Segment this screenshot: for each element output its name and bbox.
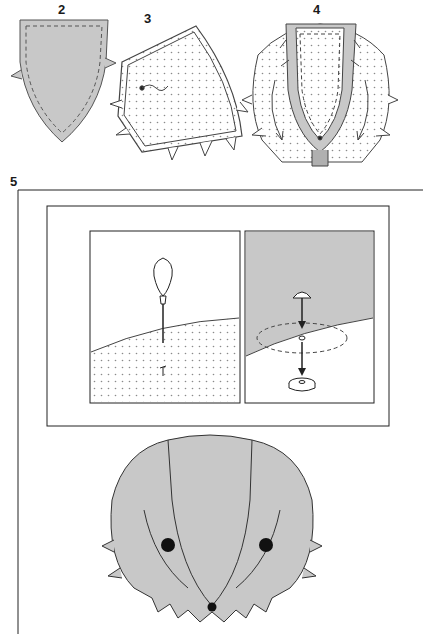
step-number: 4 <box>313 3 320 16</box>
fabric-piece-4 <box>242 24 398 166</box>
step-5-frame <box>18 190 423 634</box>
hedgehog-face <box>102 435 322 622</box>
step-number: 5 <box>10 175 17 188</box>
fabric-piece-3 <box>110 26 248 160</box>
step-number: 2 <box>58 3 65 16</box>
step-number: 3 <box>144 12 151 25</box>
fabric-piece-2 <box>11 20 116 142</box>
awl-panel <box>90 231 240 403</box>
safety-eye-panel <box>245 231 374 403</box>
